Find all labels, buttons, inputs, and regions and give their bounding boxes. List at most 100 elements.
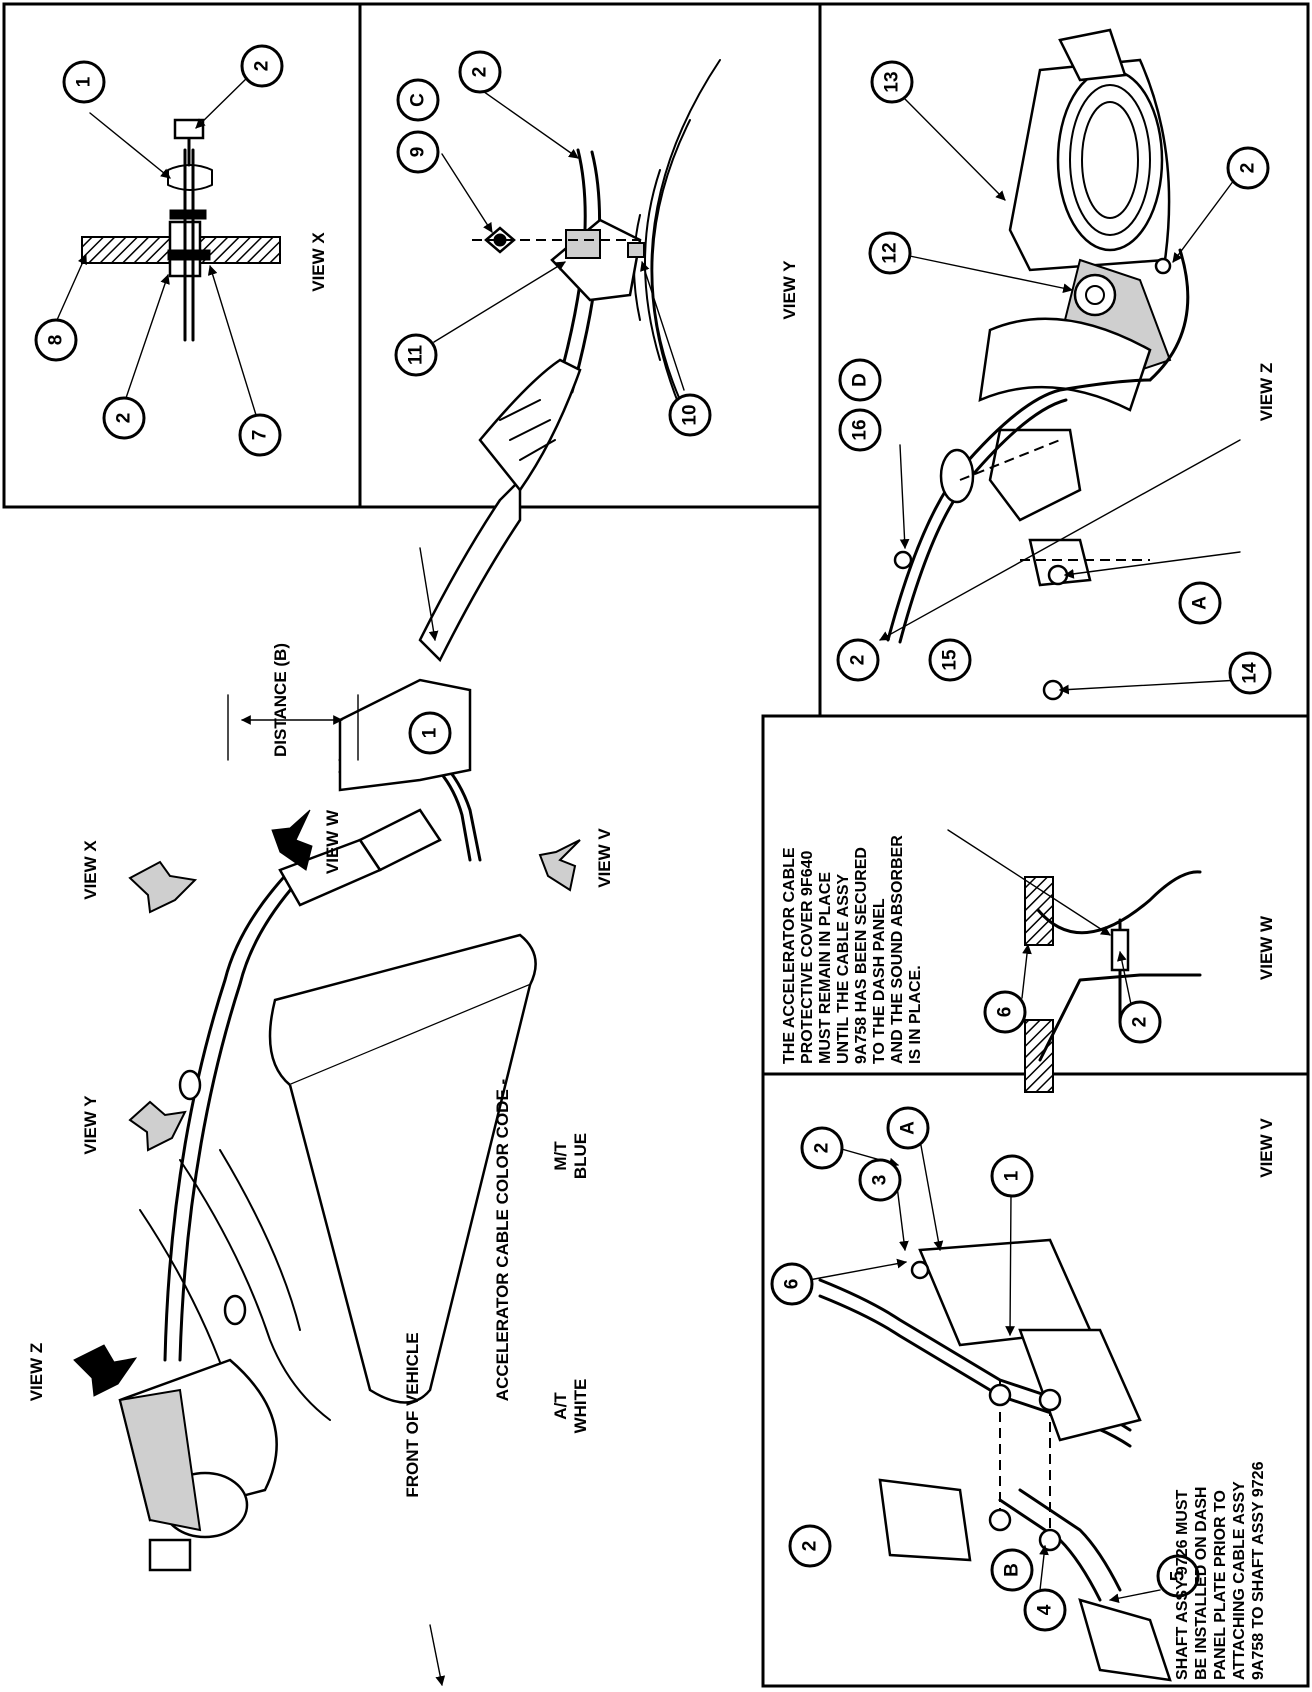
svg-text:C: C bbox=[408, 93, 429, 107]
note-line: AND THE SOUND ABSORBER bbox=[889, 835, 906, 1064]
view-z-leaders bbox=[879, 97, 1241, 695]
svg-text:A: A bbox=[1190, 596, 1211, 610]
svg-text:2: 2 bbox=[114, 413, 135, 424]
callout-z-2b: 2 bbox=[836, 638, 880, 682]
note-line: BE INSTALLED ON DASH bbox=[1193, 1487, 1210, 1680]
svg-text:4: 4 bbox=[1035, 1604, 1056, 1615]
callout-x-8: 8 bbox=[34, 318, 78, 362]
note-line: SHAFT ASSY 9726 MUST bbox=[1174, 1490, 1191, 1681]
svg-text:9: 9 bbox=[408, 147, 429, 158]
mt-color: BLUE bbox=[571, 1133, 590, 1179]
callout-y-10: 10 bbox=[668, 393, 712, 437]
callout-main-1: 1 bbox=[408, 711, 452, 755]
protective-cover-note: THE ACCELERATOR CABLE PROTECTIVE COVER 9… bbox=[781, 835, 924, 1064]
svg-text:15: 15 bbox=[940, 649, 961, 671]
svg-text:6: 6 bbox=[995, 1007, 1016, 1018]
callout-v-2a: 2 bbox=[800, 1126, 844, 1170]
view-w-label: VIEW W bbox=[1257, 915, 1276, 980]
note-line: MUST REMAIN IN PLACE bbox=[817, 872, 834, 1064]
note-line: ATTACHING CABLE ASSY bbox=[1231, 1481, 1248, 1680]
note-line: 9A758 HAS BEEN SECURED bbox=[853, 847, 870, 1064]
svg-text:2: 2 bbox=[800, 1541, 821, 1552]
callout-z-15: 15 bbox=[928, 638, 972, 682]
view-direction-arrows bbox=[73, 809, 581, 1397]
callout-y-9: 9 bbox=[396, 130, 440, 174]
svg-text:2: 2 bbox=[1238, 163, 1259, 174]
svg-text:6: 6 bbox=[782, 1279, 803, 1290]
callout-v-b: B bbox=[990, 1548, 1034, 1592]
svg-text:8: 8 bbox=[46, 335, 67, 346]
svg-text:B: B bbox=[1002, 1563, 1023, 1577]
view-z-arrow-label: VIEW Z bbox=[27, 1343, 46, 1402]
svg-text:7: 7 bbox=[250, 430, 271, 441]
view-x-drawing bbox=[81, 118, 281, 342]
callout-v-2b: 2 bbox=[788, 1524, 832, 1568]
at-color: WHITE bbox=[571, 1379, 590, 1434]
view-w-arrow bbox=[271, 809, 313, 871]
callout-y-2: 2 bbox=[458, 50, 502, 94]
color-code-title: ACCELERATOR CABLE COLOR CODE - bbox=[493, 1079, 512, 1401]
svg-text:13: 13 bbox=[882, 71, 903, 92]
svg-text:1: 1 bbox=[420, 727, 441, 738]
view-v-label: VIEW V bbox=[1257, 1118, 1276, 1178]
svg-text:5: 5 bbox=[1168, 1570, 1189, 1581]
callout-z-13: 13 bbox=[870, 60, 914, 104]
callout-z-a: A bbox=[1178, 581, 1222, 625]
callout-x-2a: 2 bbox=[240, 44, 284, 88]
svg-text:A: A bbox=[898, 1121, 919, 1135]
svg-text:10: 10 bbox=[680, 404, 701, 425]
note-line: UNTIL THE CABLE ASSY bbox=[835, 873, 852, 1064]
callout-y-c: C bbox=[396, 78, 440, 122]
callout-v-a: A bbox=[886, 1106, 930, 1150]
view-v-arrow-label: VIEW V bbox=[595, 828, 614, 888]
callout-v-1: 1 bbox=[990, 1154, 1034, 1198]
svg-text:12: 12 bbox=[880, 242, 901, 263]
callout-v-6: 6 bbox=[770, 1262, 814, 1306]
callouts: 1 2 8 2 7 C 2 9 11 10 13 12 2 D 16 2 15 … bbox=[34, 44, 1272, 1632]
view-w-leaders bbox=[947, 829, 1133, 1010]
view-y-leaders bbox=[433, 81, 685, 391]
svg-text:D: D bbox=[850, 373, 871, 387]
callout-v-5: 5 bbox=[1156, 1554, 1200, 1598]
callout-z-14: 14 bbox=[1228, 651, 1272, 695]
view-x-arrow bbox=[128, 860, 198, 914]
callout-v-3: 3 bbox=[858, 1158, 902, 1202]
view-x-label: VIEW X bbox=[309, 232, 328, 292]
svg-text:2: 2 bbox=[812, 1143, 833, 1154]
view-z-arrow bbox=[73, 1344, 138, 1397]
callout-y-11: 11 bbox=[394, 333, 438, 377]
view-w-drawing bbox=[1024, 870, 1202, 1093]
callout-z-d: D bbox=[838, 358, 882, 402]
callout-z-12: 12 bbox=[868, 231, 912, 275]
svg-text:1: 1 bbox=[1002, 1170, 1023, 1181]
view-x-leaders bbox=[56, 74, 257, 416]
note-line: TO THE DASH PANEL bbox=[871, 898, 888, 1064]
note-line: PANEL PLATE PRIOR TO bbox=[1212, 1490, 1229, 1680]
note-line: THE ACCELERATOR CABLE bbox=[781, 847, 798, 1064]
view-v-arrow bbox=[538, 839, 581, 892]
view-x-arrow-label: VIEW X bbox=[81, 840, 100, 900]
shaft-assy-note: SHAFT ASSY 9726 MUST BE INSTALLED ON DAS… bbox=[1174, 1461, 1267, 1680]
svg-text:16: 16 bbox=[850, 419, 871, 440]
front-of-vehicle-label: FRONT OF VEHICLE bbox=[403, 1332, 422, 1497]
svg-text:2: 2 bbox=[1130, 1017, 1151, 1028]
callout-x-2b: 2 bbox=[102, 396, 146, 440]
note-line: PROTECTIVE COVER 9F640 bbox=[799, 851, 816, 1064]
callout-w-6: 6 bbox=[983, 990, 1027, 1034]
callout-z-2a: 2 bbox=[1226, 146, 1270, 190]
note-line: 9A758 TO SHAFT ASSY 9726 bbox=[1250, 1461, 1267, 1680]
svg-text:2: 2 bbox=[848, 655, 869, 666]
callout-w-2: 2 bbox=[1118, 1000, 1162, 1044]
svg-text:3: 3 bbox=[870, 1175, 891, 1186]
view-y-drawing bbox=[472, 59, 721, 431]
view-y-arrow-label: VIEW Y bbox=[81, 1095, 100, 1155]
callout-v-4: 4 bbox=[1023, 1588, 1067, 1632]
distance-label: DISTANCE (B) bbox=[271, 643, 290, 757]
view-v-drawing bbox=[818, 1238, 1172, 1682]
svg-text:2: 2 bbox=[470, 67, 491, 78]
view-y-label: VIEW Y bbox=[780, 260, 799, 320]
view-z-drawing bbox=[886, 28, 1190, 701]
at-label: A/T bbox=[551, 1392, 570, 1420]
callout-x-1: 1 bbox=[62, 60, 106, 104]
